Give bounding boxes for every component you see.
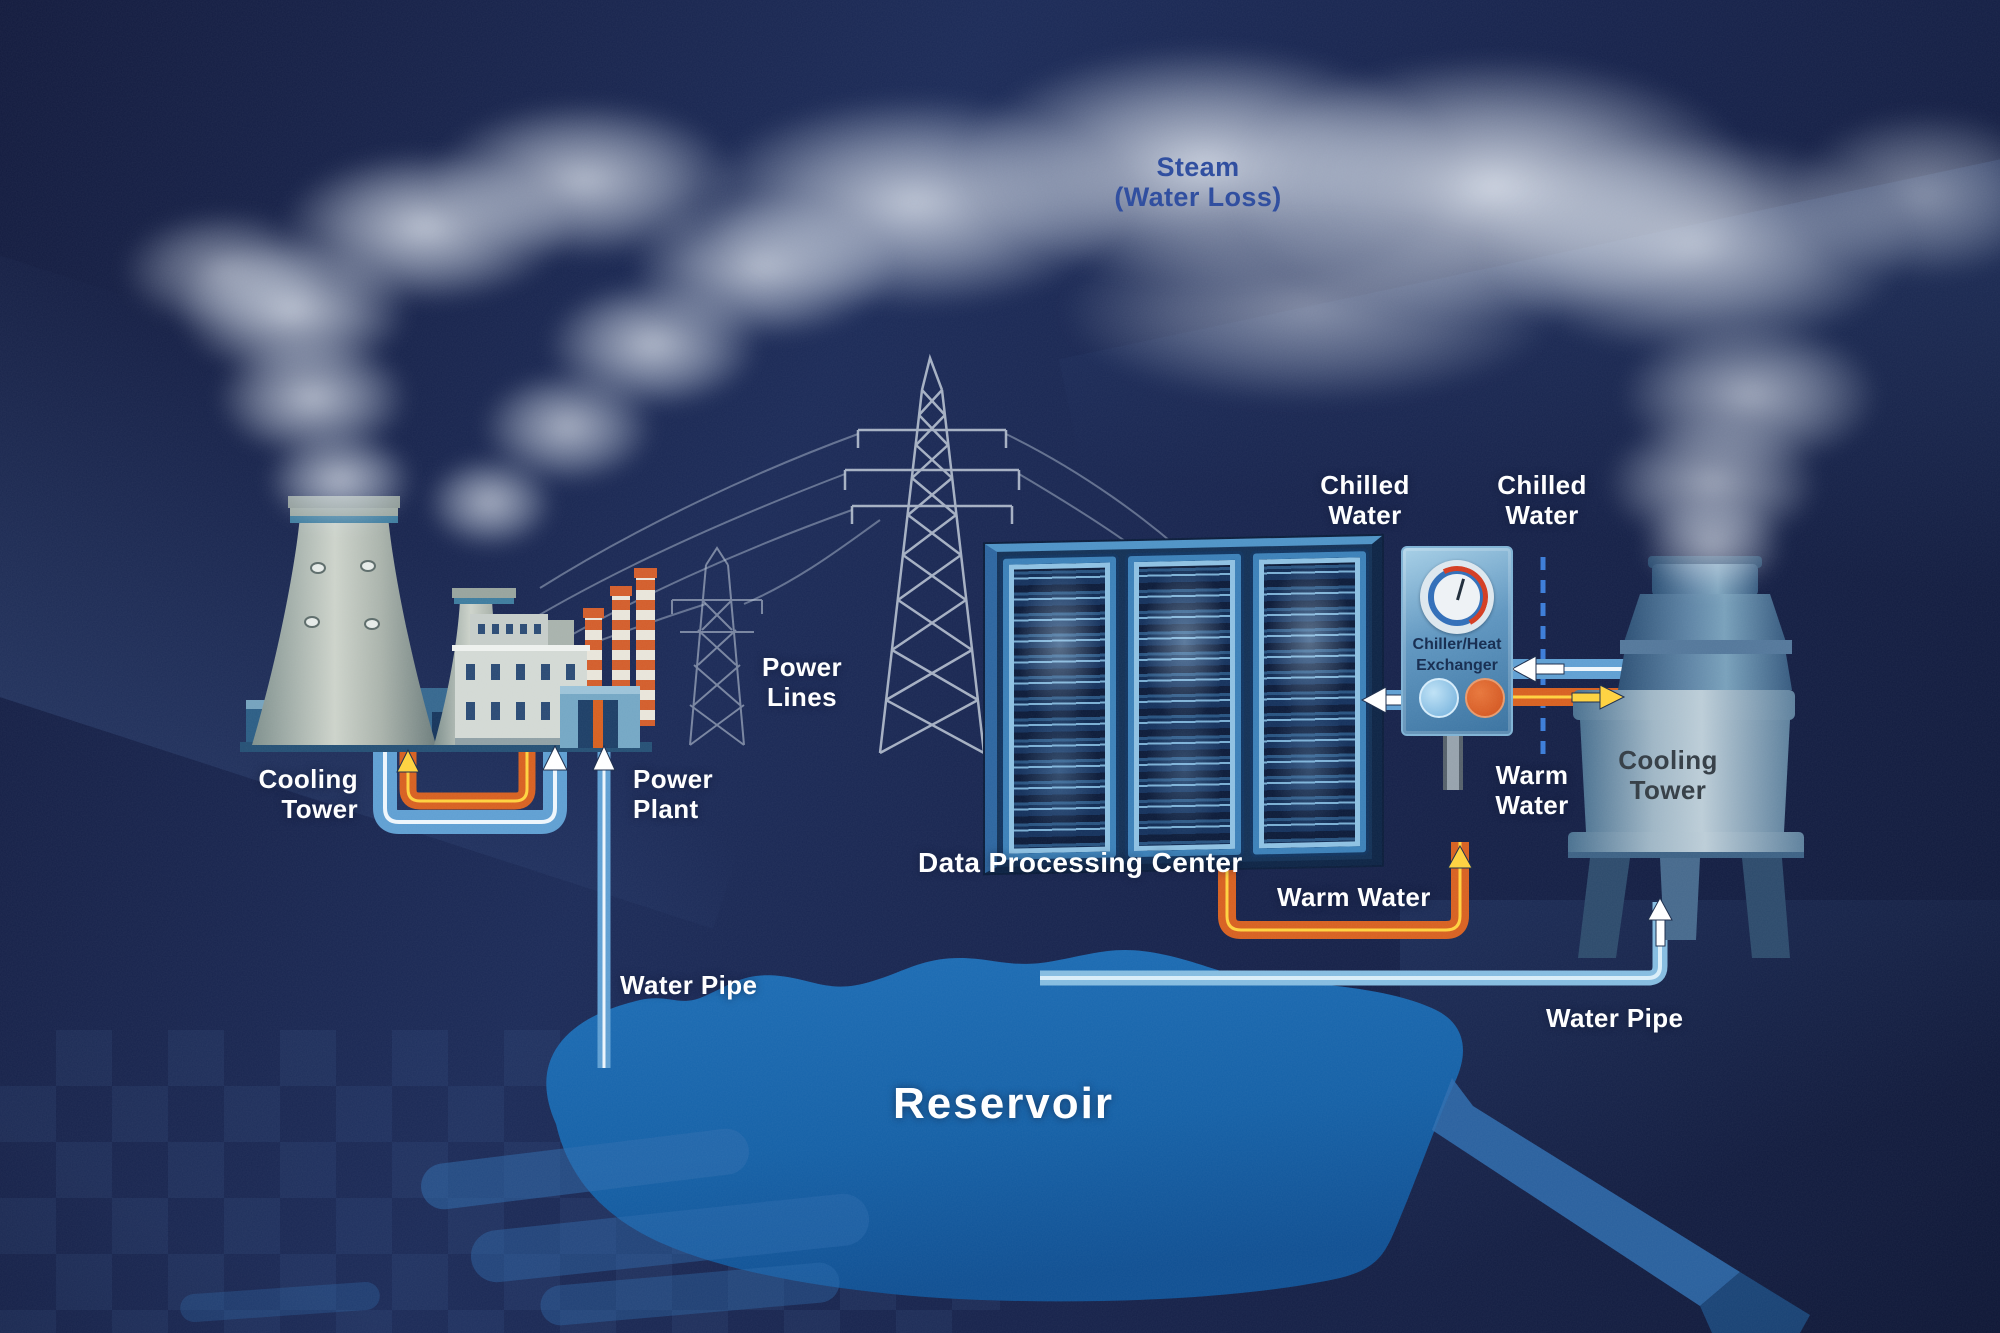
steam-label-line1: Steam [1156,152,1240,182]
label-line: Water [1505,500,1579,530]
flow-arrow-up-icon [592,744,616,771]
chilled-water-left-label: Chilled Water [1285,470,1445,530]
warm-water-bottom-label: Warm Water [1277,882,1431,912]
flow-arrow-up-icon [542,744,568,771]
label-line: Chilled [1497,470,1587,500]
gauge-icon [1417,557,1497,637]
flow-arrow-up-icon [1447,844,1473,869]
label-line: Power [633,764,714,794]
warm-water-port-icon [1465,678,1505,718]
chilled-water-right-label: Chilled Water [1462,470,1622,530]
label-line: Cooling [1618,745,1718,775]
flow-arrow-right-icon [1571,684,1626,710]
chiller-label-line1: Chiller/Heat [1412,636,1502,653]
cooling-tower-left-label: Cooling Tower [238,764,358,824]
flow-arrow-up-icon [396,748,420,773]
steam-label-line2: (Water Loss) [1114,182,1282,212]
data-processing-center-label: Data Processing Center [918,847,1243,878]
chiller-label: Chiller/Heat Exchanger [1403,634,1511,676]
label-line: Plant [633,794,699,824]
chiller-heat-exchanger: Chiller/Heat Exchanger [1401,546,1513,736]
chiller-label-line2: Exchanger [1416,657,1498,674]
power-plant-label: Power Plant [633,764,713,824]
power-lines-label: Power Lines [722,652,882,712]
chilled-water-port-icon [1419,678,1459,718]
label-line: Cooling [258,764,358,794]
label-line: Lines [767,682,837,712]
steam-label: Steam (Water Loss) [1088,152,1308,212]
label-line: Power [761,652,843,682]
reservoir-label: Reservoir [893,1079,1115,1128]
label-line: Chilled [1320,470,1410,500]
flow-arrow-up-icon [1647,896,1673,947]
label-line: Tower [281,794,358,824]
label-line: Water [1328,500,1402,530]
water-pipe-right-label: Water Pipe [1546,1003,1684,1033]
label-line: Tower [1629,775,1707,805]
cooling-tower-right-label: Cooling Tower [1588,745,1748,805]
water-pipe-left-label: Water Pipe [620,970,758,1000]
flow-arrow-left-icon [1510,655,1565,683]
